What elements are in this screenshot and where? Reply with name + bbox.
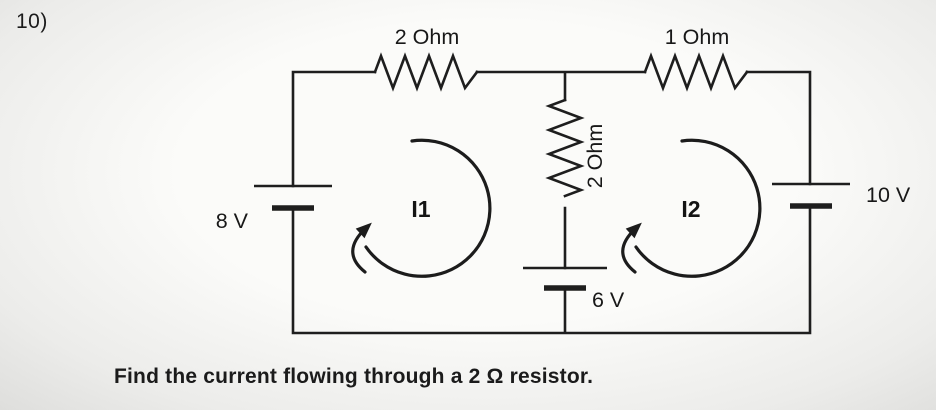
loop-current-i2-label: I2 [681, 196, 700, 222]
loop-current-i1-label: I1 [411, 196, 430, 222]
problem-number: 10) [16, 10, 48, 33]
loop-arrowhead-i2 [621, 222, 642, 274]
question-text: Find the current flowing through a 2 Ω r… [114, 365, 594, 388]
resistor-top-right-label: 1 Ohm [665, 25, 730, 49]
loop-arrow-i1 [364, 138, 492, 278]
source-left-label: 8 V [216, 209, 249, 233]
loop-arrow-i2 [634, 138, 762, 278]
loop-arrowhead-i1 [351, 222, 372, 274]
circuit-wires [291, 70, 812, 335]
resistor-top-left [373, 52, 479, 92]
source-bottom-label: 6 V [592, 288, 625, 312]
source-right-label: 10 V [866, 183, 911, 207]
resistor-middle [545, 98, 585, 198]
resistor-middle-label: 2 Ohm [583, 124, 607, 189]
resistor-top-left-label: 2 Ohm [395, 25, 460, 49]
resistor-top-right [643, 52, 749, 92]
